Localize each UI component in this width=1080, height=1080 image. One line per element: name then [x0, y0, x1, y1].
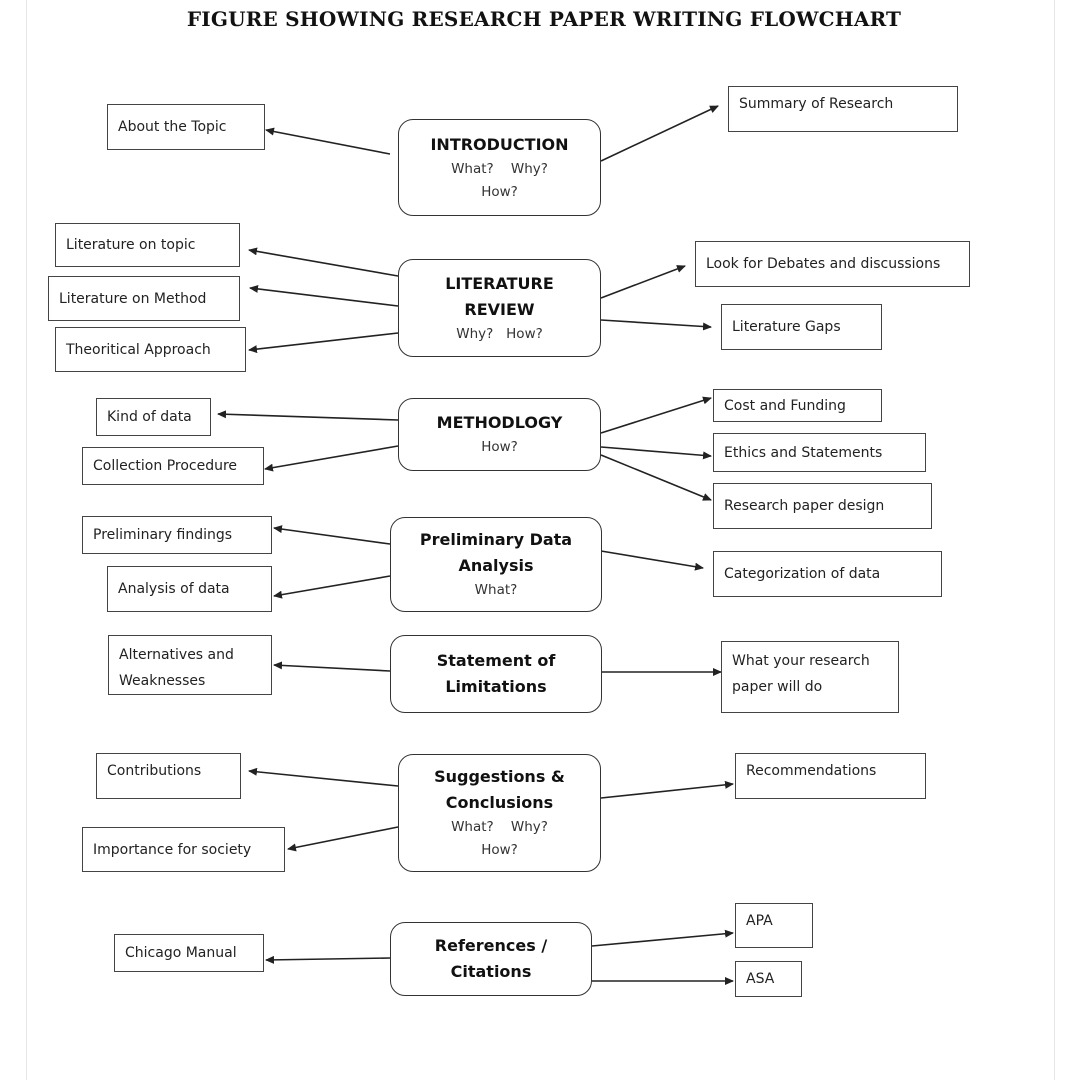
connector-arrow-1 — [265, 127, 391, 155]
stage-references-citations: References / Citations — [390, 922, 592, 996]
connector-arrow-7 — [600, 319, 712, 331]
leaf-about-the-topic: About the Topic — [107, 104, 265, 150]
stage-methodology: METHODLOGY How? — [398, 398, 601, 471]
leaf-asa: ASA — [735, 961, 802, 997]
stage-literature-review: LITERATURE REVIEW Why? How? — [398, 259, 601, 357]
leaf-apa: APA — [735, 903, 813, 948]
stage-questions: Why? How? — [456, 325, 543, 342]
connector-arrow-4 — [249, 284, 399, 307]
leaf-look-for-debates: Look for Debates and discussions — [695, 241, 970, 287]
connector-arrow-5 — [248, 332, 399, 354]
connector-arrow-11 — [600, 446, 712, 460]
leaf-theoritical-approach: Theoritical Approach — [55, 327, 246, 372]
stage-title: Statement of Limitations — [436, 651, 556, 696]
connector-arrow-21 — [265, 955, 391, 964]
leaf-literature-gaps: Literature Gaps — [721, 304, 882, 350]
page-edge-right — [1054, 0, 1055, 1080]
figure-title: FIGURE SHOWING RESEARCH PAPER WRITING FL… — [186, 7, 902, 31]
connector-arrow-20 — [600, 780, 734, 799]
leaf-alternatives-and-weaknesses: Alternatives and Weaknesses — [108, 635, 272, 695]
leaf-what-your-research-paper-will-do: What your research paper will do — [721, 641, 899, 713]
connector-arrow-13 — [273, 525, 391, 545]
leaf-research-paper-design: Research paper design — [713, 483, 932, 529]
leaf-recommendations: Recommendations — [735, 753, 926, 799]
stage-title: LITERATURE REVIEW — [445, 273, 554, 319]
stage-introduction: INTRODUCTION What? Why? How? — [398, 119, 601, 216]
stage-suggestions-conclusions: Suggestions & Conclusions What? Why? How… — [398, 754, 601, 872]
leaf-analysis-of-data: Analysis of data — [107, 566, 272, 612]
leaf-literature-on-method: Literature on Method — [48, 276, 240, 321]
connector-arrow-12 — [600, 454, 712, 501]
leaf-categorization-of-data: Categorization of data — [713, 551, 942, 597]
leaf-chicago-manual: Chicago Manual — [114, 934, 264, 972]
leaf-kind-of-data: Kind of data — [96, 398, 211, 436]
leaf-literature-on-topic: Literature on topic — [55, 223, 240, 267]
connector-arrow-3 — [248, 247, 399, 277]
stage-questions: How? — [481, 439, 518, 455]
stage-title: References / Citations — [434, 936, 548, 981]
leaf-preliminary-findings: Preliminary findings — [82, 516, 272, 554]
leaf-contributions: Contributions — [96, 753, 241, 799]
connector-arrow-18 — [248, 767, 399, 787]
stage-title: INTRODUCTION — [430, 134, 569, 154]
stage-questions: What? Why? How? — [451, 160, 548, 200]
leaf-summary-of-research: Summary of Research — [728, 86, 958, 132]
connector-arrow-15 — [600, 550, 704, 571]
stage-title: Suggestions & Conclusions — [434, 767, 565, 812]
stage-statement-of-limitations: Statement of Limitations — [390, 635, 602, 713]
connector-arrow-22 — [591, 929, 734, 947]
leaf-importance-for-society: Importance for society — [82, 827, 285, 872]
connector-arrow-16 — [273, 661, 391, 672]
connector-arrow-10 — [600, 396, 712, 434]
page-edge-left — [26, 0, 27, 1080]
connector-arrow-19 — [287, 826, 399, 852]
connector-arrow-2 — [600, 105, 719, 162]
stage-preliminary-data-analysis: Preliminary Data Analysis What? — [390, 517, 602, 612]
connector-arrow-6 — [600, 265, 686, 299]
leaf-cost-and-funding: Cost and Funding — [713, 389, 882, 422]
connector-arrow-9 — [264, 445, 399, 472]
stage-title: Preliminary Data Analysis — [419, 530, 573, 575]
stage-questions: What? Why? How? — [451, 819, 548, 858]
stage-questions: What? — [474, 582, 518, 598]
connector-arrow-14 — [273, 575, 391, 599]
leaf-collection-procedure: Collection Procedure — [82, 447, 264, 485]
connector-arrow-8 — [217, 410, 399, 421]
stage-title: METHODLOGY — [436, 413, 563, 432]
leaf-ethics-and-statements: Ethics and Statements — [713, 433, 926, 472]
